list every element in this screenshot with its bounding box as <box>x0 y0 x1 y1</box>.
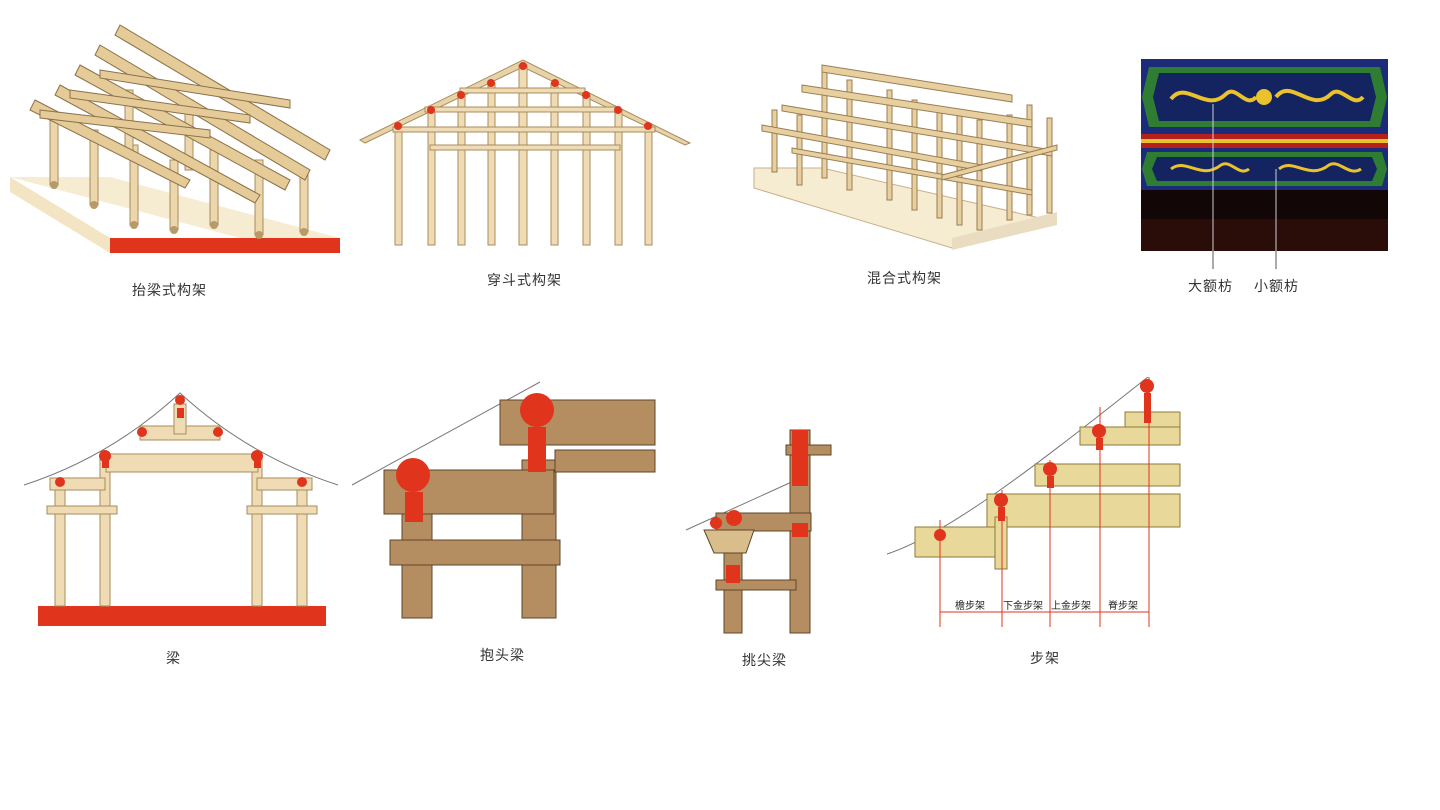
baotou-caption: 抱头梁 <box>480 648 525 664</box>
bujia-illustration <box>886 376 1181 627</box>
liang-illustration <box>23 392 339 626</box>
tiaojian-caption: 挑尖梁 <box>742 653 787 669</box>
efang-label-leaders <box>1212 251 1277 269</box>
efang-label-small: 小额枋 <box>1254 279 1299 295</box>
hunhe-frame-illustration <box>753 64 1058 250</box>
painted-efang-photo <box>1141 59 1388 251</box>
baotou-illustration <box>351 381 656 619</box>
hunhe-frame-panel: 混合式构架 <box>752 60 1067 295</box>
bujia-segment-3: 上金步架 <box>1051 601 1091 612</box>
tailiang-frame-panel: 抬梁式构架 <box>10 20 345 299</box>
hunhe-caption: 混合式构架 <box>867 271 942 287</box>
chuandou-caption: 穿斗式构架 <box>487 273 562 289</box>
bujia-segment-2: 下金步架 <box>1003 601 1043 612</box>
bujia-segment-1: 檐步架 <box>955 601 985 612</box>
chuandou-frame-illustration <box>358 59 692 246</box>
tailiang-caption: 抬梁式构架 <box>132 283 207 299</box>
bujia-caption: 步架 <box>1030 651 1060 667</box>
tiaojian-panel: 挑尖梁 <box>685 425 836 670</box>
tailiang-frame-illustration <box>10 24 340 253</box>
bujia-panel: 檐步架 下金步架 上金步架 脊步架 步架 <box>885 372 1185 670</box>
chuandou-frame-panel: 穿斗式构架 <box>355 55 695 295</box>
baotou-panel: 抱头梁 <box>350 380 656 670</box>
liang-caption: 梁 <box>166 651 181 667</box>
bujia-segment-4: 脊步架 <box>1108 601 1138 612</box>
liang-panel: 梁 <box>22 388 342 673</box>
efang-label-big: 大额枋 <box>1188 279 1233 295</box>
tiaojian-illustration <box>685 429 832 634</box>
efang-painting <box>1141 59 1388 251</box>
